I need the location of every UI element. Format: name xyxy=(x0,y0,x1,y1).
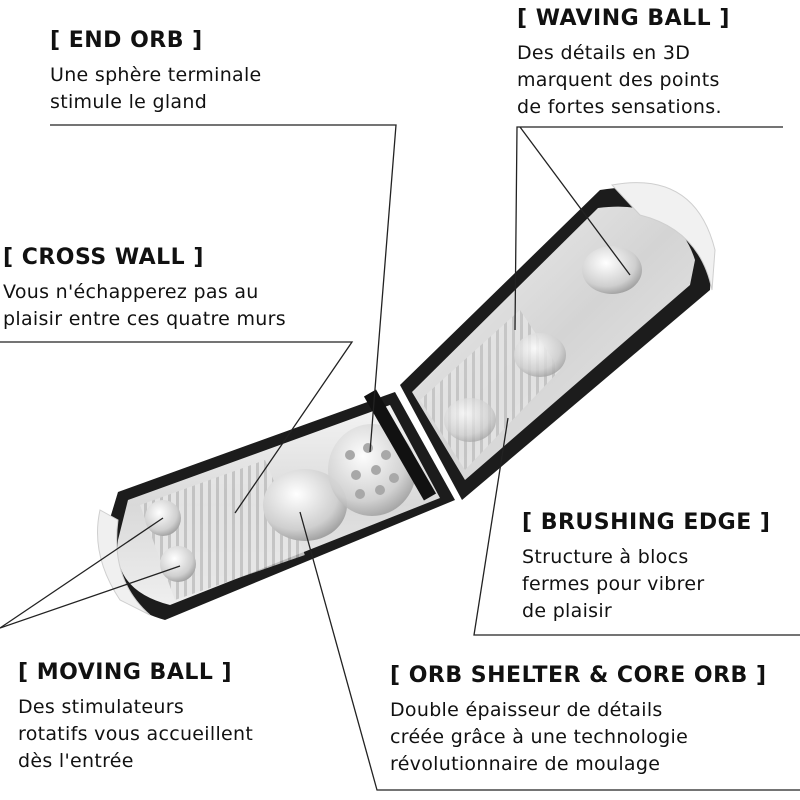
orb-shelter-title: [ ORB SHELTER & CORE ORB ] xyxy=(390,663,767,688)
leader-end-orb xyxy=(50,124,397,453)
callout-waving-ball: [ WAVING BALL ] Des détails en 3D marque… xyxy=(517,6,730,121)
orb-shelter-text: Double épaisseur de détails créée grâce … xyxy=(390,699,689,775)
leader-waving-ball-1 xyxy=(514,126,783,331)
leader-cross-wall xyxy=(0,341,354,514)
callout-moving-ball: [ MOVING BALL ] Des stimulateurs rotatif… xyxy=(18,660,253,775)
product-left-half xyxy=(97,392,455,620)
leader-orb-shelter xyxy=(299,511,800,791)
brushing-edge-title: [ BRUSHING EDGE ] xyxy=(522,510,771,535)
waving-ball-detail xyxy=(514,333,566,377)
left-end-cap xyxy=(97,509,151,616)
leader-waving-ball-2 xyxy=(519,126,631,276)
cross-wall-text: Vous n'échapperez pas au plaisir entre c… xyxy=(3,281,286,330)
callout-orb-shelter: [ ORB SHELTER & CORE ORB ] Double épaiss… xyxy=(390,663,767,778)
callout-brushing-edge: [ BRUSHING EDGE ] Structure à blocs ferm… xyxy=(522,510,770,625)
moving-ball-title: [ MOVING BALL ] xyxy=(18,660,233,685)
leader-brushing-edge xyxy=(473,417,800,636)
moving-ball-lower xyxy=(160,546,196,582)
leader-lines xyxy=(0,124,800,791)
waving-ball-text: Des détails en 3D marquent des points de… xyxy=(517,42,722,118)
waving-ball-title: [ WAVING BALL ] xyxy=(517,6,730,31)
product-right-half xyxy=(400,182,716,500)
leader-moving-ball-2 xyxy=(0,565,181,629)
right-end-cap xyxy=(611,182,716,291)
cross-wall-title: [ CROSS WALL ] xyxy=(3,245,204,270)
end-orb-text: Une sphère terminale stimule le gland xyxy=(50,64,262,113)
moving-ball-text: Des stimulateurs rotatifs vous accueille… xyxy=(18,696,254,772)
waving-ball xyxy=(582,246,642,294)
callout-cross-wall: [ CROSS WALL ] Vous n'échapperez pas au … xyxy=(3,245,286,333)
brushing-edge-text: Structure à blocs fermes pour vibrer de … xyxy=(522,546,705,622)
core-orb xyxy=(263,469,347,541)
callout-end-orb: [ END ORB ] Une sphère terminale stimule… xyxy=(50,28,262,116)
end-orb-bumps xyxy=(345,443,399,499)
hinge xyxy=(363,389,437,501)
end-orb-title: [ END ORB ] xyxy=(50,28,203,53)
leader-moving-ball-1 xyxy=(0,517,164,629)
core-orb-right xyxy=(444,398,496,442)
